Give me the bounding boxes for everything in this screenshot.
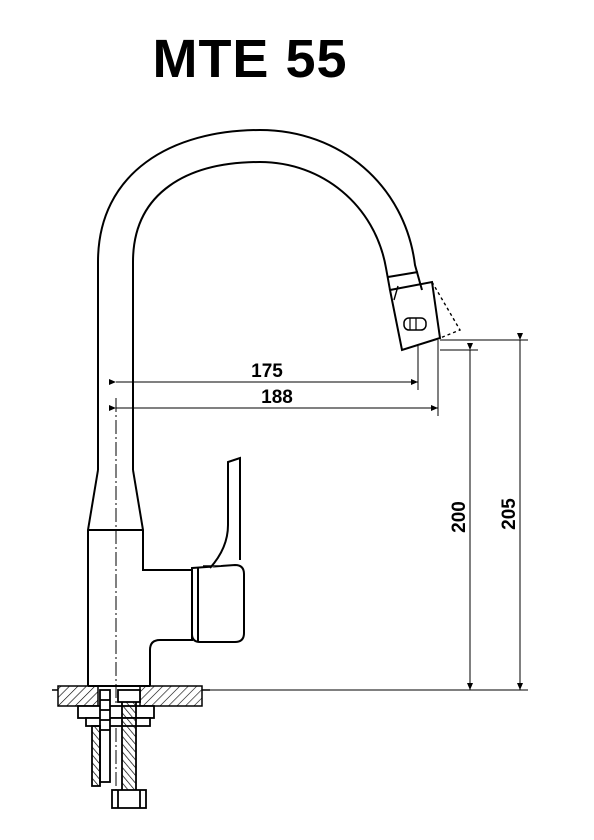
- spout-inner-edge: [132, 160, 391, 470]
- mixer-body: [87, 469, 193, 687]
- extension-lines: [210, 339, 528, 691]
- model-title: MTE 55: [152, 29, 348, 89]
- spout-joint-line: [387, 271, 419, 278]
- dimension-label-200: 200: [449, 501, 470, 533]
- spout-outer-edge: [97, 128, 423, 470]
- spout: [97, 128, 423, 470]
- aerator-head: [388, 280, 462, 352]
- mounting-nut: [77, 705, 155, 719]
- dimension-label-175: 175: [251, 361, 283, 382]
- aerator-logo: [403, 317, 427, 331]
- threaded-stud: [99, 689, 111, 783]
- dimension-175: [109, 346, 419, 390]
- lever-handle: [191, 456, 245, 643]
- hose-fitting: [117, 689, 141, 703]
- flex-hose-left: [91, 725, 101, 787]
- dimension-188: [109, 340, 439, 416]
- dimension-label-188: 188: [261, 387, 293, 408]
- flex-hose-right: [121, 699, 137, 793]
- mounting-plate: [85, 717, 151, 727]
- hose-nut: [111, 789, 147, 809]
- mounting-hardware: [77, 689, 155, 809]
- countertop: [52, 685, 210, 707]
- dimension-label-205: 205: [499, 498, 520, 530]
